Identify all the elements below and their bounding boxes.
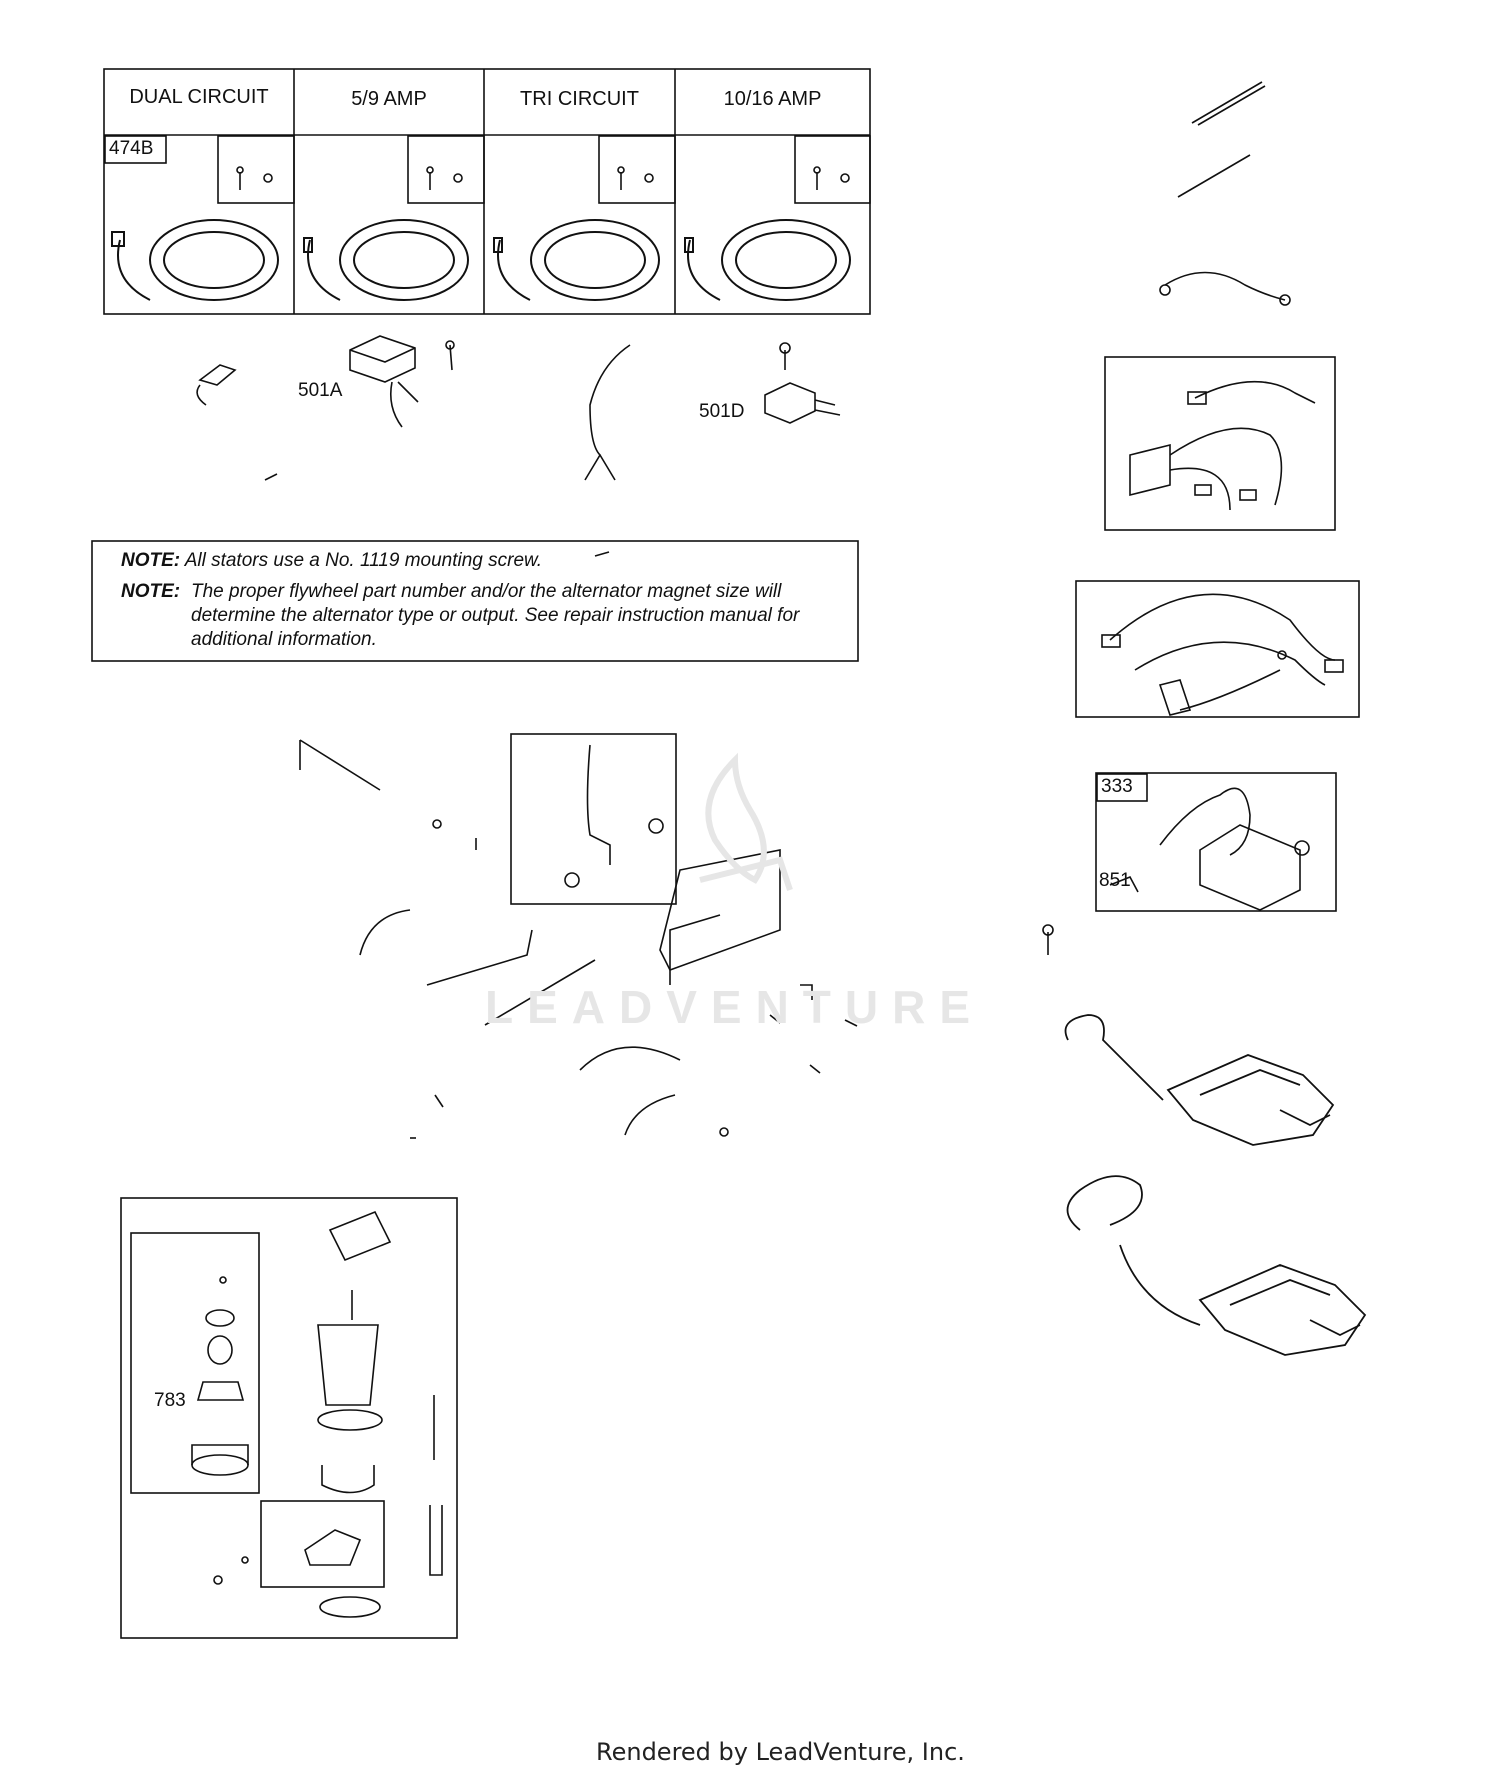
- note-2-label: NOTE:: [121, 581, 181, 602]
- stator-screws: [236, 166, 850, 190]
- ignition-coil-2: [1066, 1175, 1367, 1356]
- ignition-coil-1: [1064, 1014, 1335, 1146]
- note-1-label: NOTE:: [121, 550, 181, 571]
- armature-parts: [1042, 787, 1310, 955]
- harness-box-1: [1104, 356, 1336, 531]
- label-783: 783: [154, 1390, 186, 1411]
- watermark-text: LEADVENTURE: [485, 981, 985, 1033]
- note-1: NOTE: All stators use a No. 1119 mountin…: [121, 549, 841, 573]
- note-2-text: The proper flywheel part number and/or t…: [191, 581, 800, 650]
- starter-box-frame: [120, 1197, 458, 1639]
- label-333: 333: [1101, 776, 1133, 797]
- right-column-parts: [1159, 81, 1291, 306]
- harness-1: [1129, 380, 1316, 511]
- note-2: NOTE: The proper flywheel part number an…: [121, 580, 851, 652]
- governor-parts: [299, 739, 858, 1139]
- note-box-frame: [91, 540, 859, 662]
- watermark-logo: [699, 752, 793, 891]
- label-501d: 501D: [699, 401, 745, 422]
- note-screw-icon: [594, 551, 610, 557]
- label-501a: 501A: [298, 380, 343, 401]
- armature-callout-box: [1096, 773, 1148, 802]
- rectifier-parts: [196, 335, 841, 481]
- stator-table-frame: [103, 68, 871, 315]
- note-1-text: All stators use a No. 1119 mounting scre…: [184, 550, 542, 571]
- callout-474b: 474B: [109, 138, 154, 159]
- header-10-16-amp: 10/16 AMP: [723, 88, 822, 110]
- harness-2: [1101, 593, 1344, 716]
- armature-box: [1095, 772, 1337, 912]
- header-tri-circuit: TRI CIRCUIT: [520, 88, 639, 110]
- rendered-by-footer: Rendered by LeadVenture, Inc.: [596, 1738, 965, 1766]
- header-5-9-amp: 5/9 AMP: [351, 88, 427, 110]
- header-dual-circuit: DUAL CIRCUIT: [129, 86, 269, 108]
- starter-parts: [191, 1210, 443, 1618]
- governor-detail-box: [510, 733, 677, 905]
- label-851: 851: [1099, 870, 1131, 891]
- stator-rings: [111, 219, 851, 301]
- harness-box-2: [1075, 580, 1360, 718]
